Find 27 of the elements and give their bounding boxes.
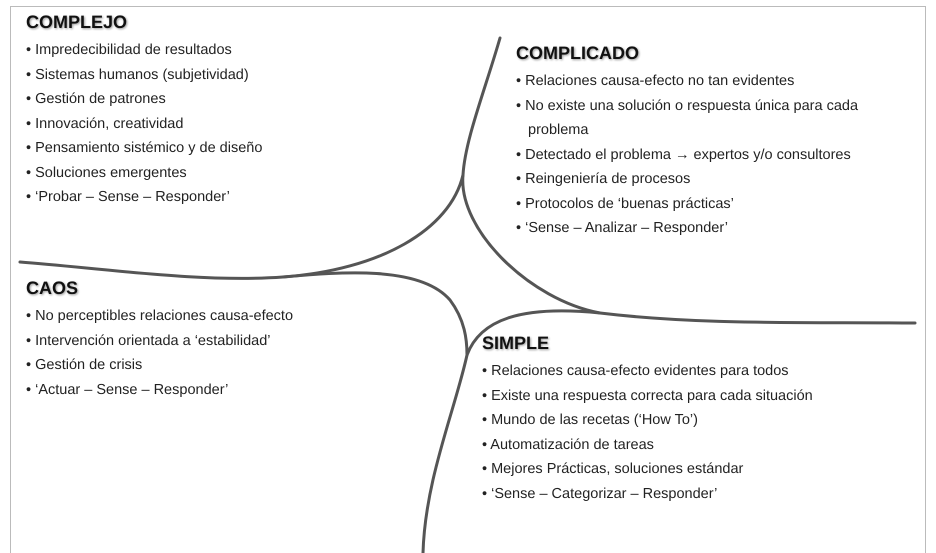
bullet-item: • Detectado el problema → expertos y/o consultores [516,146,852,164]
quadrant-heading: CAOS [26,278,78,299]
bullet-item: • ‘Sense – Analizar – Responder’ [516,219,729,238]
bullet-item: • Mundo de las recetas (‘How To’) [482,411,699,430]
quadrant-heading: COMPLEJO [26,12,128,33]
bullet-item: • Sistemas humanos (subjetividad) [26,66,250,84]
bullet-item: • Protocolos de ‘buenas prácticas’ [516,194,735,214]
bullet-item: • Automatización de tareas [482,436,655,454]
bullet-item: • Existe una respuesta correcta para cada situación [482,386,814,406]
bullet-item: • Gestión de patrones [26,90,167,109]
quadrant-heading: SIMPLE [482,333,550,354]
bullet-item: • Impredecibilidad de resultados [26,41,233,60]
bullet-item: • ‘Actuar – Sense – Responder’ [26,380,230,400]
bullet-item: • Mejores Prácticas, soluciones estándar [482,460,744,479]
bullet-item: • Soluciones emergentes [26,164,188,182]
bullet-item: • Pensamiento sistémico y de diseño [26,139,264,158]
quadrant-heading: COMPLICADO [516,43,639,64]
bullet-item: • No existe una solución o respuesta única para cada problema [516,96,860,140]
bullet-item: • Intervención orientada a ‘estabilidad’ [26,332,272,350]
bullet-item: • Reingeniería de procesos [516,170,692,189]
bullet-item: • Innovación, creatividad [26,114,184,134]
bullet-item: • ‘Probar – Sense – Responder’ [26,188,231,207]
bullet-item: • Gestión de crisis [26,356,144,375]
bullet-item: • No perceptibles relaciones causa-efecto [26,307,294,326]
bullet-item: • ‘Sense – Categorizar – Responder’ [482,484,718,504]
bullet-item: • Relaciones causa-efecto evidentes para todos [482,362,790,381]
bullet-item: • Relaciones causa-efecto no tan evidentes [516,72,796,91]
